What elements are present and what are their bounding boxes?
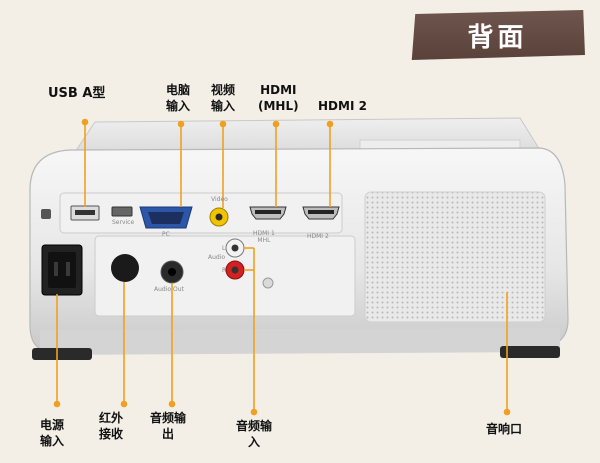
label-audio-in: 音频输 入: [236, 419, 273, 449]
leader-audio-in-dot: [250, 408, 258, 416]
ir-receiver: [111, 254, 139, 282]
vga-port-pins: [148, 212, 184, 224]
label-audio-out: 音频输 出: [150, 411, 187, 441]
leader-ir-dot: [120, 400, 128, 408]
hdmi1-port-slot: [255, 210, 281, 214]
badge-title: 背面: [467, 22, 528, 53]
leader-power-dot: [53, 400, 61, 408]
leader-speaker-dot: [503, 408, 511, 416]
panel-l-text: L: [222, 245, 226, 252]
panel-hdmi2-text: HDMI 2: [307, 233, 329, 240]
leader-video-dot: [219, 120, 227, 128]
security-slot: [41, 209, 51, 219]
audio-out-hole: [168, 268, 176, 276]
bottom-trim: [40, 328, 560, 355]
power-inlet-socket: [48, 252, 76, 288]
label-ir-receiver: 红外 接收: [99, 411, 124, 441]
panel-service-text: Service: [112, 219, 135, 226]
usb-a-port-slot: [75, 210, 95, 215]
leader-lines: [53, 118, 511, 416]
left-foot: [32, 348, 92, 360]
power-pin-right: [66, 262, 70, 276]
leader-hdmi2-dot: [326, 120, 334, 128]
label-usb: USB A型: [48, 86, 106, 101]
leader-usb-dot: [81, 118, 89, 126]
panel-audio-out-text: Audio Out: [154, 286, 184, 293]
panel-hdmi1-text: HDMI 1 MHL: [253, 230, 275, 244]
label-speaker: 音响口: [486, 422, 523, 436]
label-pc-input: 电脑 输入: [166, 83, 191, 113]
label-hdmi2: HDMI 2: [318, 99, 367, 113]
panel-pc-text: PC: [162, 231, 170, 238]
video-rca-center: [215, 213, 223, 221]
panel-screw: [262, 277, 274, 289]
panel-video-text: Video: [211, 196, 228, 203]
audio-r-rca-center: [231, 266, 239, 274]
audio-l-rca-center: [231, 244, 239, 252]
panel-r-text: R: [222, 267, 227, 274]
section-badge: 背面: [411, 10, 585, 60]
label-power-input: 电源 输入: [40, 418, 65, 448]
port-panel-upper: [59, 192, 343, 234]
speaker-grille: [364, 191, 546, 323]
service-port: [111, 206, 133, 217]
hdmi2-port-slot: [308, 210, 334, 214]
panel-audio-text: Audio: [208, 254, 226, 261]
label-video-input: 视频 输入: [211, 83, 236, 113]
port-panel-lower: [94, 235, 356, 317]
label-hdmi1: HDMI (MHL): [258, 83, 299, 113]
leader-pc-dot: [177, 120, 185, 128]
leader-hdmi1-dot: [272, 120, 280, 128]
leader-audio-out-dot: [168, 400, 176, 408]
power-pin-left: [54, 262, 58, 276]
right-foot: [500, 346, 560, 358]
